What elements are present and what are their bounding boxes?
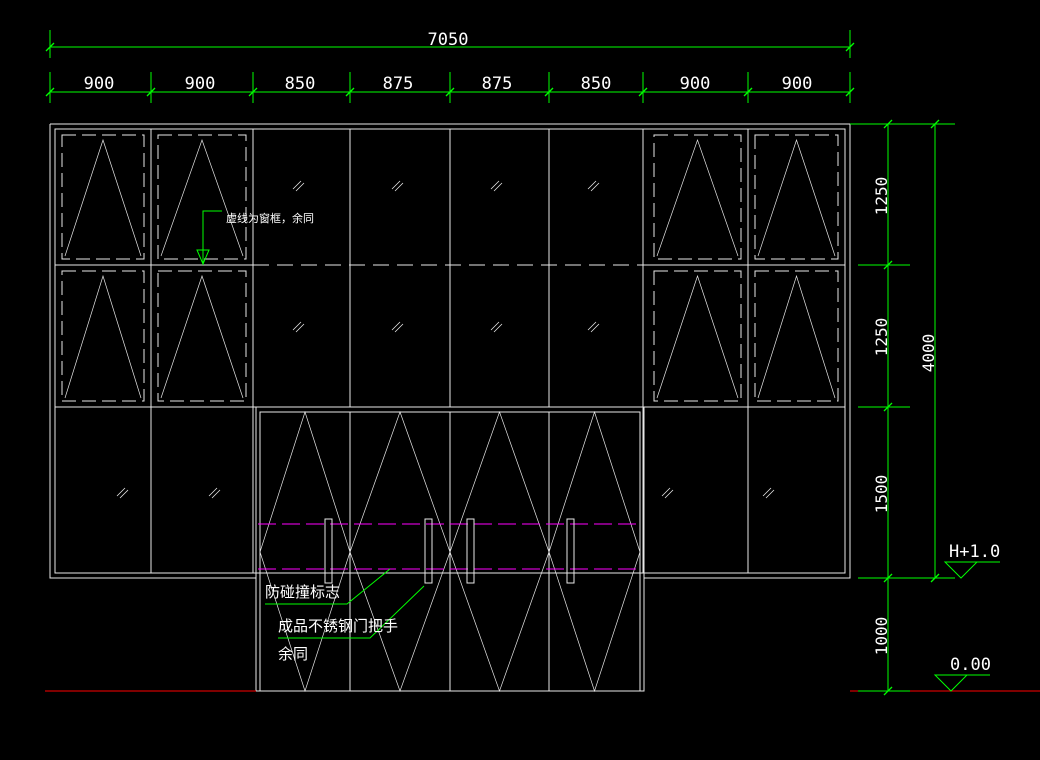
glass-mark-b-3 xyxy=(394,323,404,333)
glass-mark-b-2 xyxy=(394,182,404,192)
sash-2-0 xyxy=(653,134,742,260)
sash-triangle-1-1 xyxy=(160,274,244,399)
col-width-2: 900 xyxy=(185,74,216,94)
glass-mark-b-9 xyxy=(211,489,221,499)
col-width-6: 850 xyxy=(581,74,612,94)
tick-th-b xyxy=(930,573,940,583)
tick-col-0 xyxy=(45,87,55,97)
sash-0-0 xyxy=(61,134,145,260)
sash-1-0 xyxy=(157,134,247,260)
sash-3-0 xyxy=(754,134,839,260)
glass-mark-b-5 xyxy=(493,323,503,333)
tick-col-5 xyxy=(544,87,554,97)
glass-mark-b-1 xyxy=(295,323,305,333)
dimension-texts: 7050 900 900 850 875 875 850 900 900 125… xyxy=(84,30,1001,675)
door-handle-0 xyxy=(324,518,333,584)
glass-mark-a-7 xyxy=(587,321,597,331)
level-marker-ground xyxy=(933,674,990,692)
glass-mark-b-8 xyxy=(119,489,129,499)
tick-row-1 xyxy=(883,260,893,270)
col-width-8: 900 xyxy=(782,74,813,94)
sash-triangle-0-1 xyxy=(64,274,142,399)
sash-triangle-3-1 xyxy=(757,274,836,399)
row-height-4: 1000 xyxy=(872,617,891,656)
leader-dashed-sash xyxy=(202,210,222,265)
sash-triangle-2-1 xyxy=(656,274,739,399)
tick-tw-r xyxy=(845,42,855,52)
window-frames xyxy=(45,123,1040,693)
col-width-7: 900 xyxy=(680,74,711,94)
tick-col-3 xyxy=(345,87,355,97)
door-handle-3 xyxy=(566,518,575,584)
leader-dashed-sash-arrow xyxy=(196,249,210,266)
door-handle-2 xyxy=(466,518,475,584)
sash-0-1 xyxy=(61,270,145,402)
sash-1-1 xyxy=(157,270,247,402)
tick-col-6 xyxy=(638,87,648,97)
tick-col-8 xyxy=(845,87,855,97)
tick-col-2 xyxy=(248,87,258,97)
col-width-3: 850 xyxy=(285,74,316,94)
sash-triangle-2-0 xyxy=(656,138,739,257)
note-anti-collision: 防碰撞标志 xyxy=(265,583,340,601)
level-marker-upper xyxy=(943,561,1000,579)
door-handle-1 xyxy=(424,518,433,584)
glass-mark-b-6 xyxy=(590,182,600,192)
glass-mark-a-9 xyxy=(208,487,218,497)
door-leaf-diamond-2 xyxy=(449,410,550,693)
door-leaf-diamond-1 xyxy=(349,410,451,693)
glass-mark-a-2 xyxy=(391,180,401,190)
glass-mark-a-1 xyxy=(292,321,302,331)
glass-mark-a-5 xyxy=(490,321,500,331)
sash-triangle-1-0 xyxy=(160,138,244,257)
tick-col-1 xyxy=(146,87,156,97)
glass-mark-b-10 xyxy=(664,489,674,499)
col-width-5: 875 xyxy=(482,74,513,94)
sash-3-1 xyxy=(754,270,839,402)
glass-mark-b-0 xyxy=(295,182,305,192)
glass-mark-a-0 xyxy=(292,180,302,190)
tick-col-4 xyxy=(445,87,455,97)
outer-right-outline xyxy=(644,124,851,579)
sash-triangle-0-0 xyxy=(64,138,142,257)
glass-mark-a-6 xyxy=(587,180,597,190)
row-height-2: 1250 xyxy=(872,318,891,357)
sash-2-1 xyxy=(653,270,742,402)
tick-th-t xyxy=(930,119,940,129)
tick-tw-l xyxy=(45,42,55,52)
glass-mark-a-11 xyxy=(762,487,772,497)
glass-mark-b-11 xyxy=(765,489,775,499)
leader-anti-collision xyxy=(265,568,391,605)
glass-mark-b-4 xyxy=(493,182,503,192)
row-height-3: 1500 xyxy=(872,475,891,514)
tick-row-3 xyxy=(883,573,893,583)
door-leaf-diamond-3 xyxy=(548,410,641,693)
note-dashed-sash: 虚线为窗框，余同 xyxy=(226,211,314,225)
glass-mark-a-4 xyxy=(490,180,500,190)
sash-triangle-3-0 xyxy=(757,138,836,257)
glass-mark-b-7 xyxy=(590,323,600,333)
col-width-1: 900 xyxy=(84,74,115,94)
tick-row-4 xyxy=(883,686,893,696)
level-upper-label: H+1.0 xyxy=(949,542,1000,562)
dimension-lines xyxy=(45,30,1000,696)
note-handle-line2: 余同 xyxy=(278,645,308,663)
col-width-4: 875 xyxy=(383,74,414,94)
row-height-1: 1250 xyxy=(872,177,891,216)
total-height-label: 4000 xyxy=(919,334,938,373)
leader-handle xyxy=(278,585,425,639)
door-leaf-diamond-0 xyxy=(259,410,351,693)
glass-mark-a-3 xyxy=(391,321,401,331)
outer-left-outline xyxy=(49,124,256,579)
note-handle-line1: 成品不锈钢门把手 xyxy=(278,617,398,635)
total-width-label: 7050 xyxy=(428,30,469,50)
tick-row-2 xyxy=(883,402,893,412)
tick-col-7 xyxy=(743,87,753,97)
level-ground-label: 0.00 xyxy=(950,655,991,675)
glass-mark-a-10 xyxy=(661,487,671,497)
glass-mark-a-8 xyxy=(116,487,126,497)
